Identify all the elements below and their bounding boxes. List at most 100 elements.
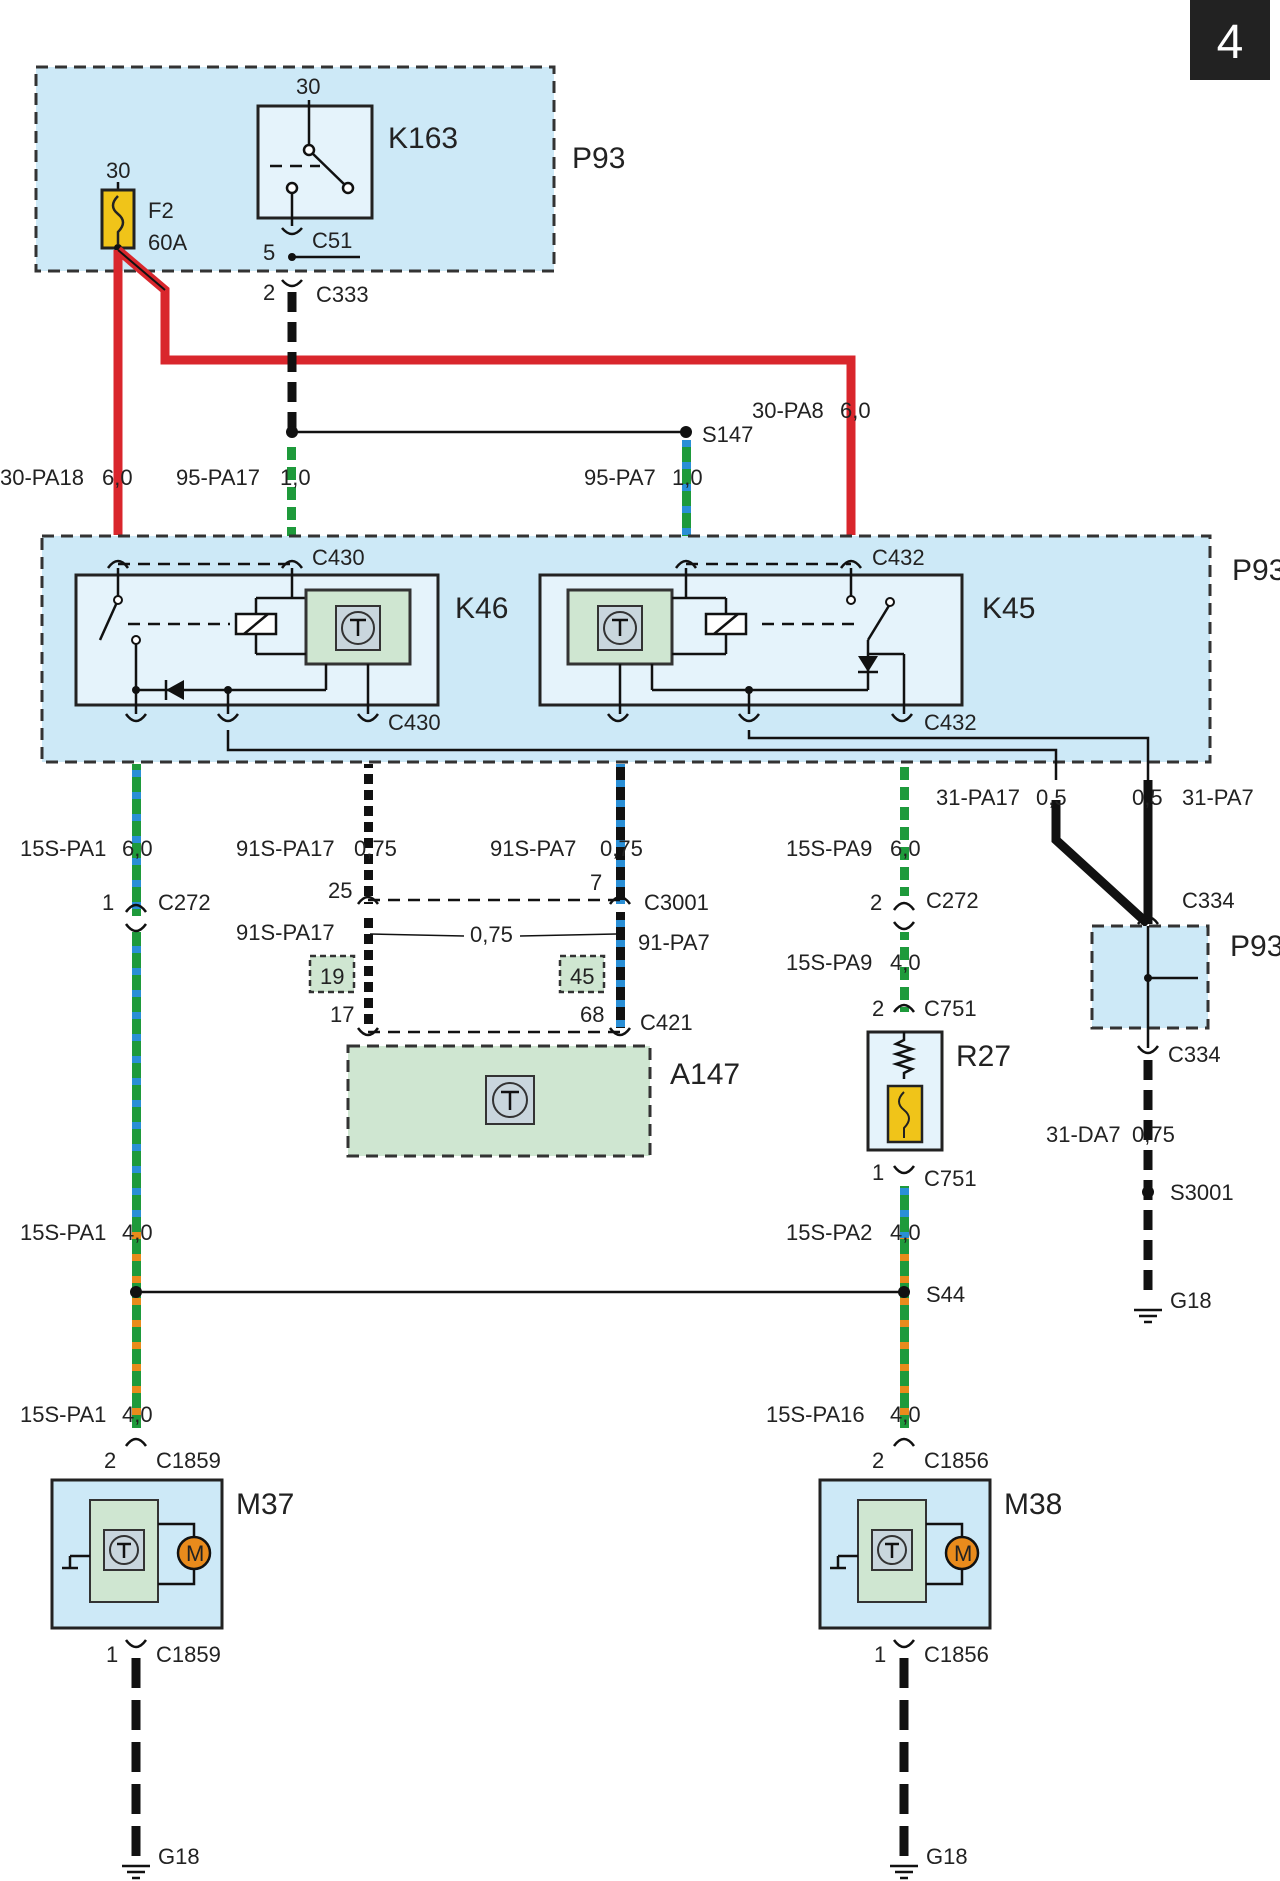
c1859-bottom-pin: 1 xyxy=(106,1642,118,1667)
wire-95-pa7-size: 1,0 xyxy=(672,465,703,490)
c3001-pin-7: 7 xyxy=(590,870,602,895)
page-badge: 4 xyxy=(1190,0,1270,80)
c272-left-label: C272 xyxy=(158,890,211,915)
wire-15s-pa1-mid-size: 4,0 xyxy=(122,1220,153,1245)
wire-31-da7-size: 0,75 xyxy=(1132,1122,1175,1147)
c751-top-pin: 2 xyxy=(872,996,884,1021)
wire-15s-pa1-mid: 15S-PA1 xyxy=(20,1220,106,1245)
a147-label: A147 xyxy=(670,1058,740,1091)
k163-label: K163 xyxy=(388,122,458,155)
m37-motor-icon xyxy=(176,1535,212,1571)
c333-label: C333 xyxy=(316,282,369,307)
wire-30-pa18-size: 6,0 xyxy=(102,465,133,490)
wires-upper: S147 xyxy=(113,246,856,538)
c421-label: C421 xyxy=(640,1010,693,1035)
wire-91s-pa17-lower: 91S-PA17 xyxy=(236,920,335,945)
c334-bottom-label: C334 xyxy=(1168,1042,1221,1067)
wire-91s-pa17-size: 0,75 xyxy=(354,836,397,861)
relay-k46: K46 xyxy=(74,562,508,714)
s3001-label: S3001 xyxy=(1170,1180,1234,1205)
wire-31-pa7-size: 0,5 xyxy=(1132,785,1163,810)
module-a147-group: 25 7 C3001 91S-PA17 0,75 91-PA7 19 45 17… xyxy=(236,870,740,1158)
motor-m38: 2 C1856 M38 M 1 C1856 xyxy=(818,1437,1062,1667)
c272-right-pin: 2 xyxy=(870,890,882,915)
resistor-r27: 2 C751 R27 1 C751 xyxy=(866,996,1011,1191)
c430-bottom-label: C430 xyxy=(388,710,441,735)
p93-middle-label: P93 xyxy=(1232,554,1280,587)
c432-bottom-label: C432 xyxy=(924,710,977,735)
ground-bus xyxy=(226,730,1150,780)
fuse-f2: 30 F2 60A xyxy=(100,158,187,255)
c1856-top-pin: 2 xyxy=(872,1448,884,1473)
m38-motor-symbol: M xyxy=(954,1541,972,1566)
wire-15s-pa9-mid: 15S-PA9 xyxy=(786,950,872,975)
wire-30-pa8-size: 6,0 xyxy=(840,398,871,423)
s44-label: S44 xyxy=(926,1282,965,1307)
c421-pin-17: 17 xyxy=(330,1002,354,1027)
c272-left-pin: 1 xyxy=(102,890,114,915)
wire-15s-pa16-size: 4,0 xyxy=(890,1402,921,1427)
c334-top-label: C334 xyxy=(1182,888,1235,913)
c1859-top-pin: 2 xyxy=(104,1448,116,1473)
wire-95-pa17: 95-PA17 xyxy=(176,465,260,490)
f2-label: F2 xyxy=(148,198,174,223)
wire-91s-pa7: 91S-PA7 xyxy=(490,836,576,861)
wire-95-pa17-size: 1,0 xyxy=(280,465,311,490)
r27-label: R27 xyxy=(956,1040,1011,1073)
c1859-bottom-label: C1859 xyxy=(156,1642,221,1667)
c1856-bottom-pin: 1 xyxy=(874,1642,886,1667)
k163-pin-30: 30 xyxy=(296,74,320,99)
motor-m37: 2 C1859 M37 M 1 C1859 xyxy=(50,1437,294,1667)
relay-k45: K45 xyxy=(538,562,1035,714)
ground-g18-left: G18 xyxy=(122,1844,200,1880)
c751-top-label: C751 xyxy=(924,996,977,1021)
p93-lower-box: C334 P93 C334 xyxy=(1090,888,1280,1067)
c1856-bottom-label: C1856 xyxy=(924,1642,989,1667)
c751-bottom-pin: 1 xyxy=(872,1160,884,1185)
wire-15s-pa1-bottom-size: 4,0 xyxy=(122,1402,153,1427)
c1859-top-label: C1859 xyxy=(156,1448,221,1473)
m38-label: M38 xyxy=(1004,1488,1062,1521)
wire-0-75-mid: 0,75 xyxy=(470,922,513,947)
wire-labels-upper: 30-PA18 6,0 95-PA17 1,0 95-PA7 1,0 30-PA… xyxy=(0,398,871,490)
g18-right-label: G18 xyxy=(1170,1288,1212,1313)
wire-31-da7: 31-DA7 xyxy=(1046,1122,1121,1147)
wire-15s-pa9-mid-size: 4,0 xyxy=(890,950,921,975)
c272-right-label: C272 xyxy=(926,888,979,913)
c3001-pin-25: 25 xyxy=(328,878,352,903)
c421-pin-68: 68 xyxy=(580,1002,604,1027)
wires-lower xyxy=(130,764,1154,1860)
g18-center-label: G18 xyxy=(926,1844,968,1869)
m37-label: M37 xyxy=(236,1488,294,1521)
p93-upper-label: P93 xyxy=(572,142,625,175)
wire-95-pa7: 95-PA7 xyxy=(584,465,656,490)
page-number: 4 xyxy=(1217,16,1244,69)
c51-label: C51 xyxy=(312,228,352,253)
wire-31-pa17: 31-PA17 xyxy=(936,785,1020,810)
connector-c272: 1 C272 2 C272 xyxy=(102,888,979,933)
wire-31-pa7: 31-PA7 xyxy=(1182,785,1254,810)
c333-pin-2: 2 xyxy=(263,280,275,305)
k46-label: K46 xyxy=(455,592,508,625)
m38-motor-icon xyxy=(944,1535,980,1571)
g18-left-label: G18 xyxy=(158,1844,200,1869)
wire-30-pa18: 30-PA18 xyxy=(0,465,84,490)
wire-labels-lower: 15S-PA1 6,0 91S-PA17 0,75 91S-PA7 0,75 1… xyxy=(20,785,1254,1427)
c51-pin-5: 5 xyxy=(263,240,275,265)
wire-15s-pa9-top-size: 6,0 xyxy=(890,836,921,861)
c3001-label: C3001 xyxy=(644,890,709,915)
m37-motor-symbol: M xyxy=(186,1541,204,1566)
wire-15s-pa1-top: 15S-PA1 xyxy=(20,836,106,861)
s147-label: S147 xyxy=(702,422,753,447)
f2-pin-30: 30 xyxy=(106,158,130,183)
wire-15s-pa2: 15S-PA2 xyxy=(786,1220,872,1245)
wire-91-pa7: 91-PA7 xyxy=(638,930,710,955)
c432-top-label: C432 xyxy=(872,545,925,570)
wire-15s-pa1-top-size: 6,0 xyxy=(122,836,153,861)
p93-lower-label: P93 xyxy=(1230,930,1280,963)
wire-15s-pa9-top: 15S-PA9 xyxy=(786,836,872,861)
wire-30-pa8: 30-PA8 xyxy=(752,398,824,423)
wire-15s-pa1-bottom: 15S-PA1 xyxy=(20,1402,106,1427)
c751-bottom-label: C751 xyxy=(924,1166,977,1191)
f2-rating: 60A xyxy=(148,230,187,255)
